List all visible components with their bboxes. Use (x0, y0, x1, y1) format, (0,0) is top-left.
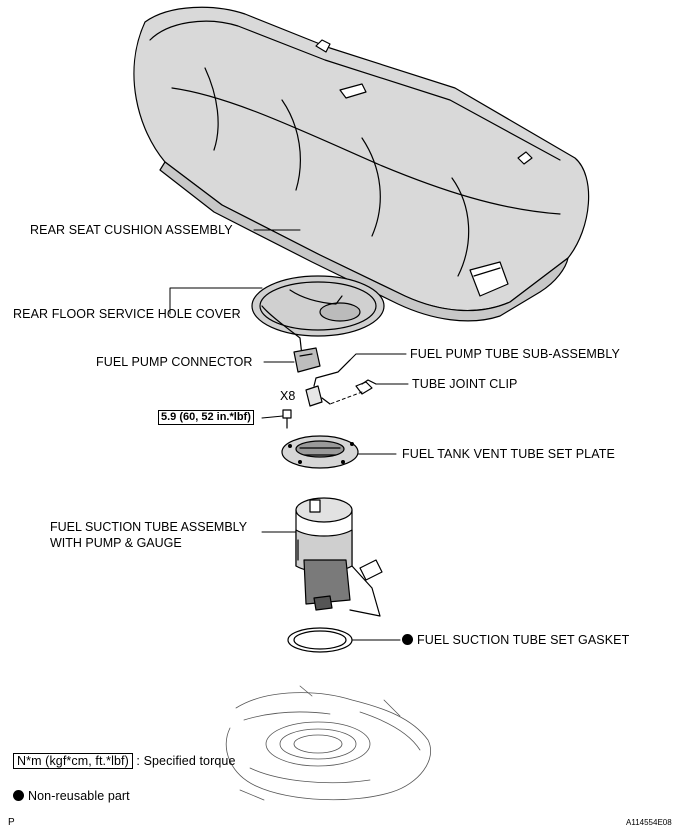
torque-spec-box: 5.9 (60, 52 in.*lbf) (158, 410, 254, 425)
label-gasket-text: FUEL SUCTION TUBE SET GASKET (417, 633, 630, 647)
fuel-pump-connector-drawing (293, 347, 321, 373)
leader-lines (169, 229, 409, 641)
legend-nonreusable: Non-reusable part (13, 789, 130, 804)
fuel-tank-drawing (225, 685, 431, 801)
label-fuel-suction-tube-line2: WITH PUMP & GAUGE (50, 536, 182, 550)
legend-dot-icon (13, 790, 24, 801)
label-fuel-suction-tube-set-gasket: FUEL SUCTION TUBE SET GASKET (402, 633, 629, 648)
label-fuel-tank-vent-tube-set-plate: FUEL TANK VENT TUBE SET PLATE (402, 447, 615, 461)
label-x8: X8 (280, 389, 296, 403)
service-hole-cover-drawing (251, 275, 385, 357)
label-rear-floor-service-hole-cover: REAR FLOOR SERVICE HOLE COVER (13, 307, 241, 321)
fuel-pump-tube-drawing (305, 359, 351, 407)
label-tube-joint-clip: TUBE JOINT CLIP (412, 377, 518, 391)
tube-joint-clip-drawing (355, 379, 377, 395)
label-fuel-pump-connector: FUEL PUMP CONNECTOR (96, 355, 253, 369)
label-fuel-pump-tube-sub-assembly: FUEL PUMP TUBE SUB-ASSEMBLY (410, 347, 620, 361)
rear-seat-cushion-drawing (133, 6, 590, 322)
non-reusable-dot-icon (402, 634, 413, 645)
fuel-suction-tube-assembly-drawing (295, 497, 383, 617)
suction-tube-set-gasket-drawing (287, 627, 353, 653)
bolt-drawing (282, 409, 292, 429)
vent-tube-set-plate-drawing (281, 435, 359, 469)
page-mark: P (8, 817, 15, 828)
legend-torque-unit-box: N*m (kgf*cm, ft.*lbf) (13, 753, 133, 769)
legend-torque-desc: : Specified torque (136, 754, 236, 768)
label-fuel-suction-tube-assembly: FUEL SUCTION TUBE ASSEMBLY WITH PUMP & G… (50, 519, 247, 551)
legend-torque: N*m (kgf*cm, ft.*lbf) : Specified torque (13, 753, 236, 769)
label-fuel-suction-tube-line1: FUEL SUCTION TUBE ASSEMBLY (50, 520, 248, 534)
label-rear-seat-cushion: REAR SEAT CUSHION ASSEMBLY (30, 223, 233, 237)
legend-nonreusable-desc: Non-reusable part (28, 789, 130, 803)
figure-id: A114554E08 (626, 818, 672, 827)
